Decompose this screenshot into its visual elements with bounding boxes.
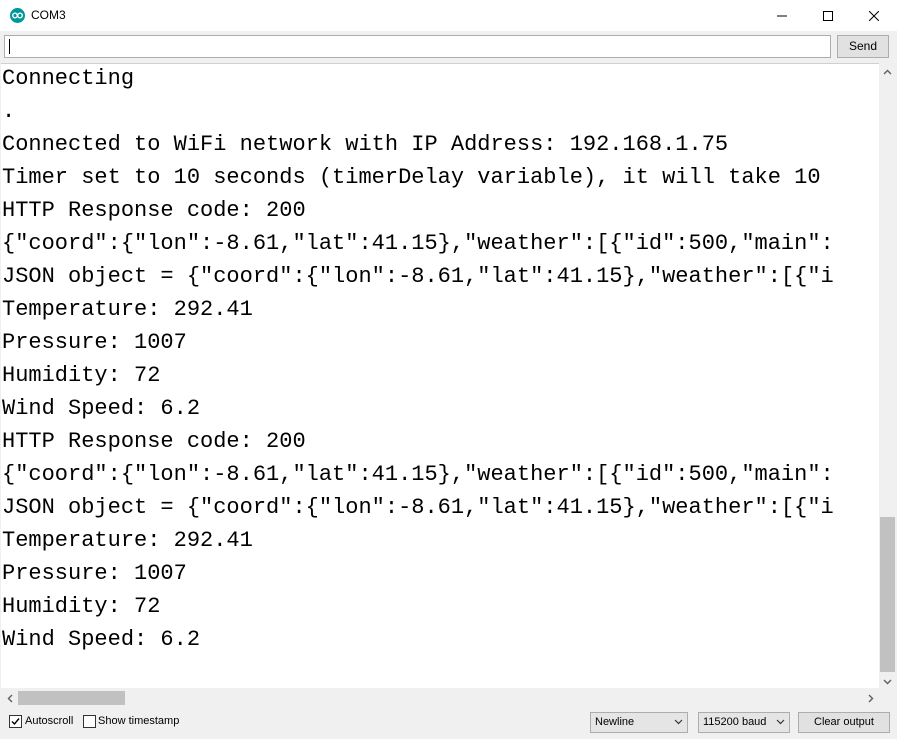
checkmark-icon: [11, 718, 20, 726]
autoscroll-label[interactable]: Autoscroll: [25, 715, 74, 727]
autoscroll-checkbox[interactable]: [9, 715, 22, 728]
output-line: Temperature: 292.41: [2, 528, 253, 553]
line-ending-select[interactable]: Newline: [590, 712, 688, 733]
chevron-up-icon: [883, 69, 892, 74]
minimize-icon: [777, 15, 787, 16]
horizontal-scrollbar[interactable]: [1, 690, 879, 706]
vertical-scrollbar[interactable]: [879, 63, 896, 690]
send-button[interactable]: Send: [837, 35, 889, 58]
output-line: Wind Speed: 6.2: [2, 627, 201, 652]
scroll-down-button[interactable]: [879, 673, 896, 690]
arduino-icon: [10, 8, 25, 23]
maximize-icon: [823, 10, 833, 21]
output-line: JSON object = {"coord":{"lon":-8.61,"lat…: [2, 264, 834, 289]
clear-output-button[interactable]: Clear output: [798, 712, 890, 733]
line-ending-value: Newline: [595, 716, 635, 728]
text-caret: [9, 39, 10, 54]
output-line: JSON object = {"coord":{"lon":-8.61,"lat…: [2, 495, 834, 520]
output-line: Pressure: 1007: [2, 330, 187, 355]
output-line: Connecting: [2, 66, 135, 91]
baud-rate-select[interactable]: 115200 baud: [698, 712, 790, 733]
show-timestamp-label[interactable]: Show timestamp: [98, 715, 180, 727]
chevron-down-icon: [674, 719, 683, 725]
close-icon: [869, 10, 879, 21]
output-line: Pressure: 1007: [2, 561, 187, 586]
minimize-button[interactable]: [759, 0, 805, 31]
output-line: .: [2, 99, 16, 124]
chevron-down-icon: [883, 679, 892, 684]
output-line: Temperature: 292.41: [2, 297, 253, 322]
output-line: Wind Speed: 6.2: [2, 396, 201, 421]
window-title: COM3: [31, 8, 66, 22]
output-line: HTTP Response code: 200: [2, 198, 306, 223]
close-button[interactable]: [851, 0, 897, 31]
baud-rate-value: 115200 baud: [703, 716, 767, 728]
scroll-up-button[interactable]: [879, 63, 896, 80]
output-line: {"coord":{"lon":-8.61,"lat":41.15},"weat…: [2, 462, 834, 487]
scroll-corner: [879, 690, 896, 706]
output-line: {"coord":{"lon":-8.61,"lat":41.15},"weat…: [2, 231, 834, 256]
chevron-right-icon: [868, 694, 873, 702]
output-line: HTTP Response code: 200: [2, 429, 306, 454]
chevron-down-icon: [776, 719, 785, 725]
scroll-left-button[interactable]: [1, 690, 18, 706]
output-line: Timer set to 10 seconds (timerDelay vari…: [2, 165, 821, 190]
chevron-left-icon: [7, 694, 12, 702]
title-bar: COM3: [0, 0, 897, 31]
output-line: Connected to WiFi network with IP Addres…: [2, 132, 729, 157]
output-line: Humidity: 72: [2, 363, 161, 388]
serial-send-input[interactable]: [4, 35, 831, 58]
scroll-right-button[interactable]: [862, 690, 879, 706]
serial-output[interactable]: Connecting . Connected to WiFi network w…: [1, 63, 879, 688]
output-line: Humidity: 72: [2, 594, 161, 619]
horizontal-scroll-thumb[interactable]: [18, 691, 125, 705]
vertical-scroll-thumb[interactable]: [880, 517, 895, 672]
maximize-button[interactable]: [805, 0, 851, 31]
show-timestamp-checkbox[interactable]: [83, 715, 96, 728]
